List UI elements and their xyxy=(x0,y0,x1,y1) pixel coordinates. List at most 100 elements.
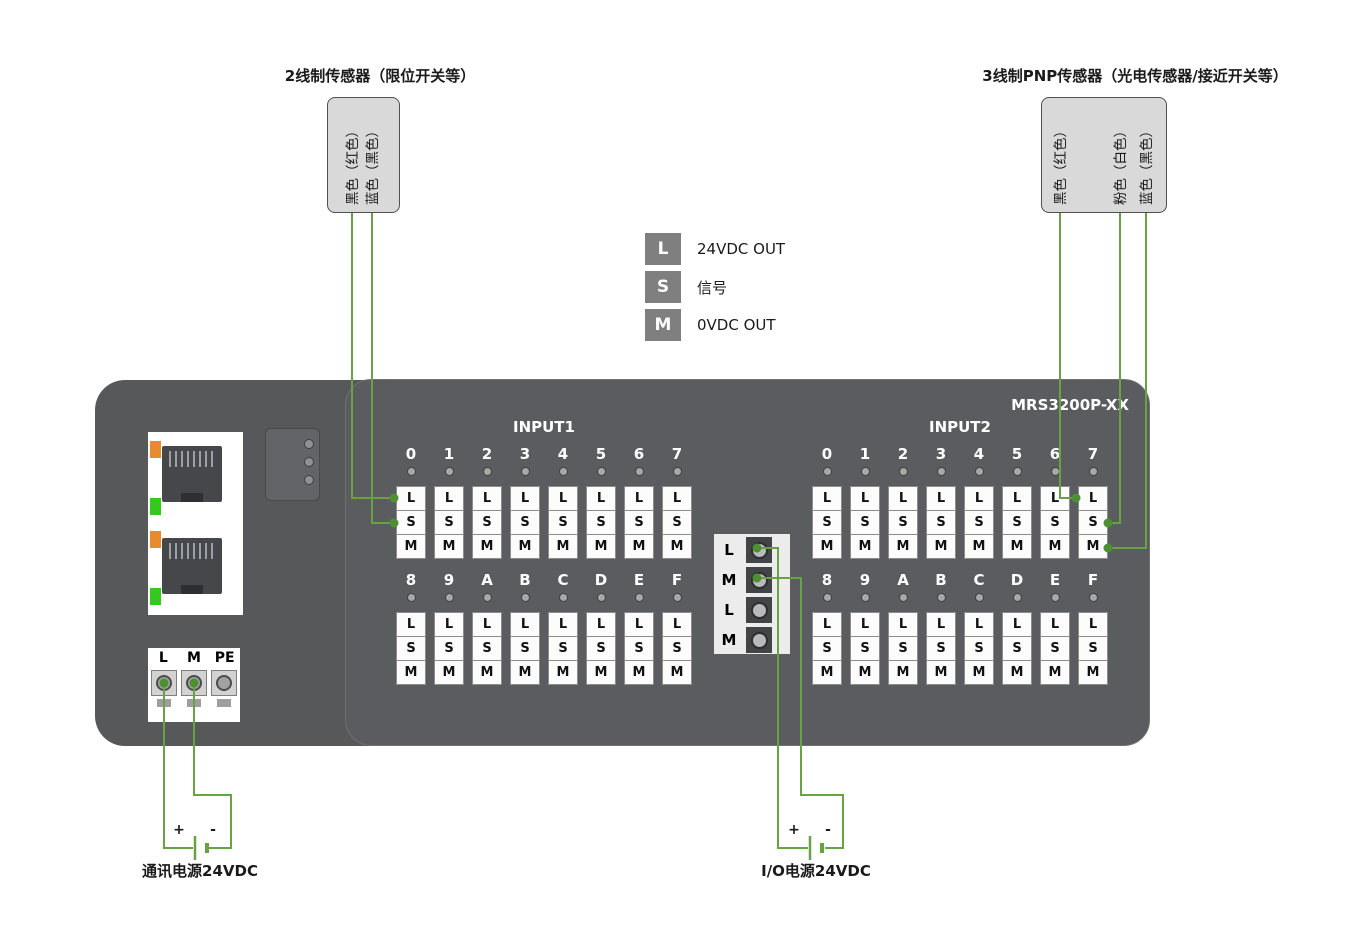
terminal-cell-m: M xyxy=(1002,660,1032,685)
channel-status-led-icon xyxy=(1012,467,1022,476)
io-battery-minus-sign: - xyxy=(825,822,831,838)
io-power-terminal-l-2: L xyxy=(720,595,790,625)
channel-number-label: 7 xyxy=(671,445,683,463)
terminal-cell-m: M xyxy=(964,534,994,559)
terminal-cell-l: L xyxy=(434,486,464,511)
channel-status-led-icon xyxy=(596,593,606,602)
terminal-screw-icon xyxy=(750,571,768,589)
channel-status-led-icon xyxy=(1012,593,1022,602)
channel-number-label: 3 xyxy=(935,445,947,463)
sensor-wire-color-label: 粉色（白色） xyxy=(1113,124,1129,205)
ethernet-led-orange-icon xyxy=(150,531,161,548)
terminal-cell-s: S xyxy=(812,636,842,661)
terminal-cell-m: M xyxy=(624,660,654,685)
terminal-cell-m: M xyxy=(888,534,918,559)
terminal-cell-m: M xyxy=(812,660,842,685)
terminal-cell-s: S xyxy=(888,636,918,661)
channel-status-led-icon xyxy=(444,593,454,602)
sensor-2wire-title: 2线制传感器（限位开关等） xyxy=(284,67,476,85)
terminal-cell-m: M xyxy=(850,660,880,685)
legend-description: 0VDC OUT xyxy=(697,316,776,334)
terminal-cell-s: S xyxy=(510,510,540,535)
terminal-cell-s: S xyxy=(472,636,502,661)
terminal-cell-m: M xyxy=(926,660,956,685)
terminal-cell-s: S xyxy=(964,510,994,535)
terminal-cell-l: L xyxy=(812,612,842,637)
terminal-cell-l: L xyxy=(586,486,616,511)
terminal-screw-icon xyxy=(216,675,232,691)
terminal-cell-l: L xyxy=(472,612,502,637)
sensor-wire-color-label: 黑色（红色） xyxy=(1053,124,1069,205)
terminal-cell-m: M xyxy=(434,534,464,559)
terminal-cell-l: L xyxy=(850,612,880,637)
io-power-terminal-l-0: L xyxy=(720,535,790,565)
terminal-cell-s: S xyxy=(434,510,464,535)
comm-terminal-label-pe: PE xyxy=(214,650,235,666)
terminal-cell-l: L xyxy=(888,486,918,511)
terminal-cell-m: M xyxy=(586,534,616,559)
terminal-cell-l: L xyxy=(510,486,540,511)
channel-number-label: 6 xyxy=(633,445,645,463)
rj45-tab-icon xyxy=(181,493,203,502)
terminal-cell-m: M xyxy=(1002,534,1032,559)
channel-status-led-icon xyxy=(558,467,568,476)
terminal-cell-l: L xyxy=(624,612,654,637)
terminal-cell-s: S xyxy=(850,510,880,535)
channel-number-label: F xyxy=(671,571,683,589)
terminal-cell-l: L xyxy=(434,612,464,637)
terminal-cell-l: L xyxy=(1040,612,1070,637)
sensor-2wire-box: 黑色（红色）蓝色（黑色） xyxy=(327,97,400,213)
model-label: MRS3200P-XX xyxy=(1011,396,1129,414)
sensor-wire-color-label: 黑色（红色） xyxy=(345,124,361,205)
terminal-cell-m: M xyxy=(662,534,692,559)
terminal-cell-l: L xyxy=(1078,486,1108,511)
comm-terminal-label-l: L xyxy=(158,650,168,666)
terminal-cell-l: L xyxy=(586,612,616,637)
terminal-cell-s: S xyxy=(548,510,578,535)
terminal-cell-l: L xyxy=(510,612,540,637)
channel-status-led-icon xyxy=(520,593,530,602)
channel-status-led-icon xyxy=(974,593,984,602)
terminal-cell-l: L xyxy=(624,486,654,511)
io-power-terminal-m-3: M xyxy=(720,625,790,655)
input2-title: INPUT2 xyxy=(929,418,991,436)
channel-number-label: B xyxy=(519,571,531,589)
terminal-cell-s: S xyxy=(662,636,692,661)
channel-number-label: C xyxy=(973,571,985,589)
terminal-cell-m: M xyxy=(472,660,502,685)
terminal-screw-icon xyxy=(186,675,202,691)
terminal-cell-s: S xyxy=(1002,636,1032,661)
terminal-cell-s: S xyxy=(926,510,956,535)
terminal-tab-icon xyxy=(157,699,171,707)
channel-status-led-icon xyxy=(1088,593,1098,602)
terminal-cell-l: L xyxy=(812,486,842,511)
terminal-cell-m: M xyxy=(662,660,692,685)
terminal-tab-icon xyxy=(217,699,231,707)
io-terminal-contact xyxy=(746,567,772,593)
channel-number-label: 7 xyxy=(1087,445,1099,463)
channel-number-label: 8 xyxy=(405,571,417,589)
channel-number-label: 5 xyxy=(1011,445,1023,463)
terminal-cell-s: S xyxy=(926,636,956,661)
terminal-cell-l: L xyxy=(662,486,692,511)
ethernet-led-green-icon xyxy=(150,498,161,515)
